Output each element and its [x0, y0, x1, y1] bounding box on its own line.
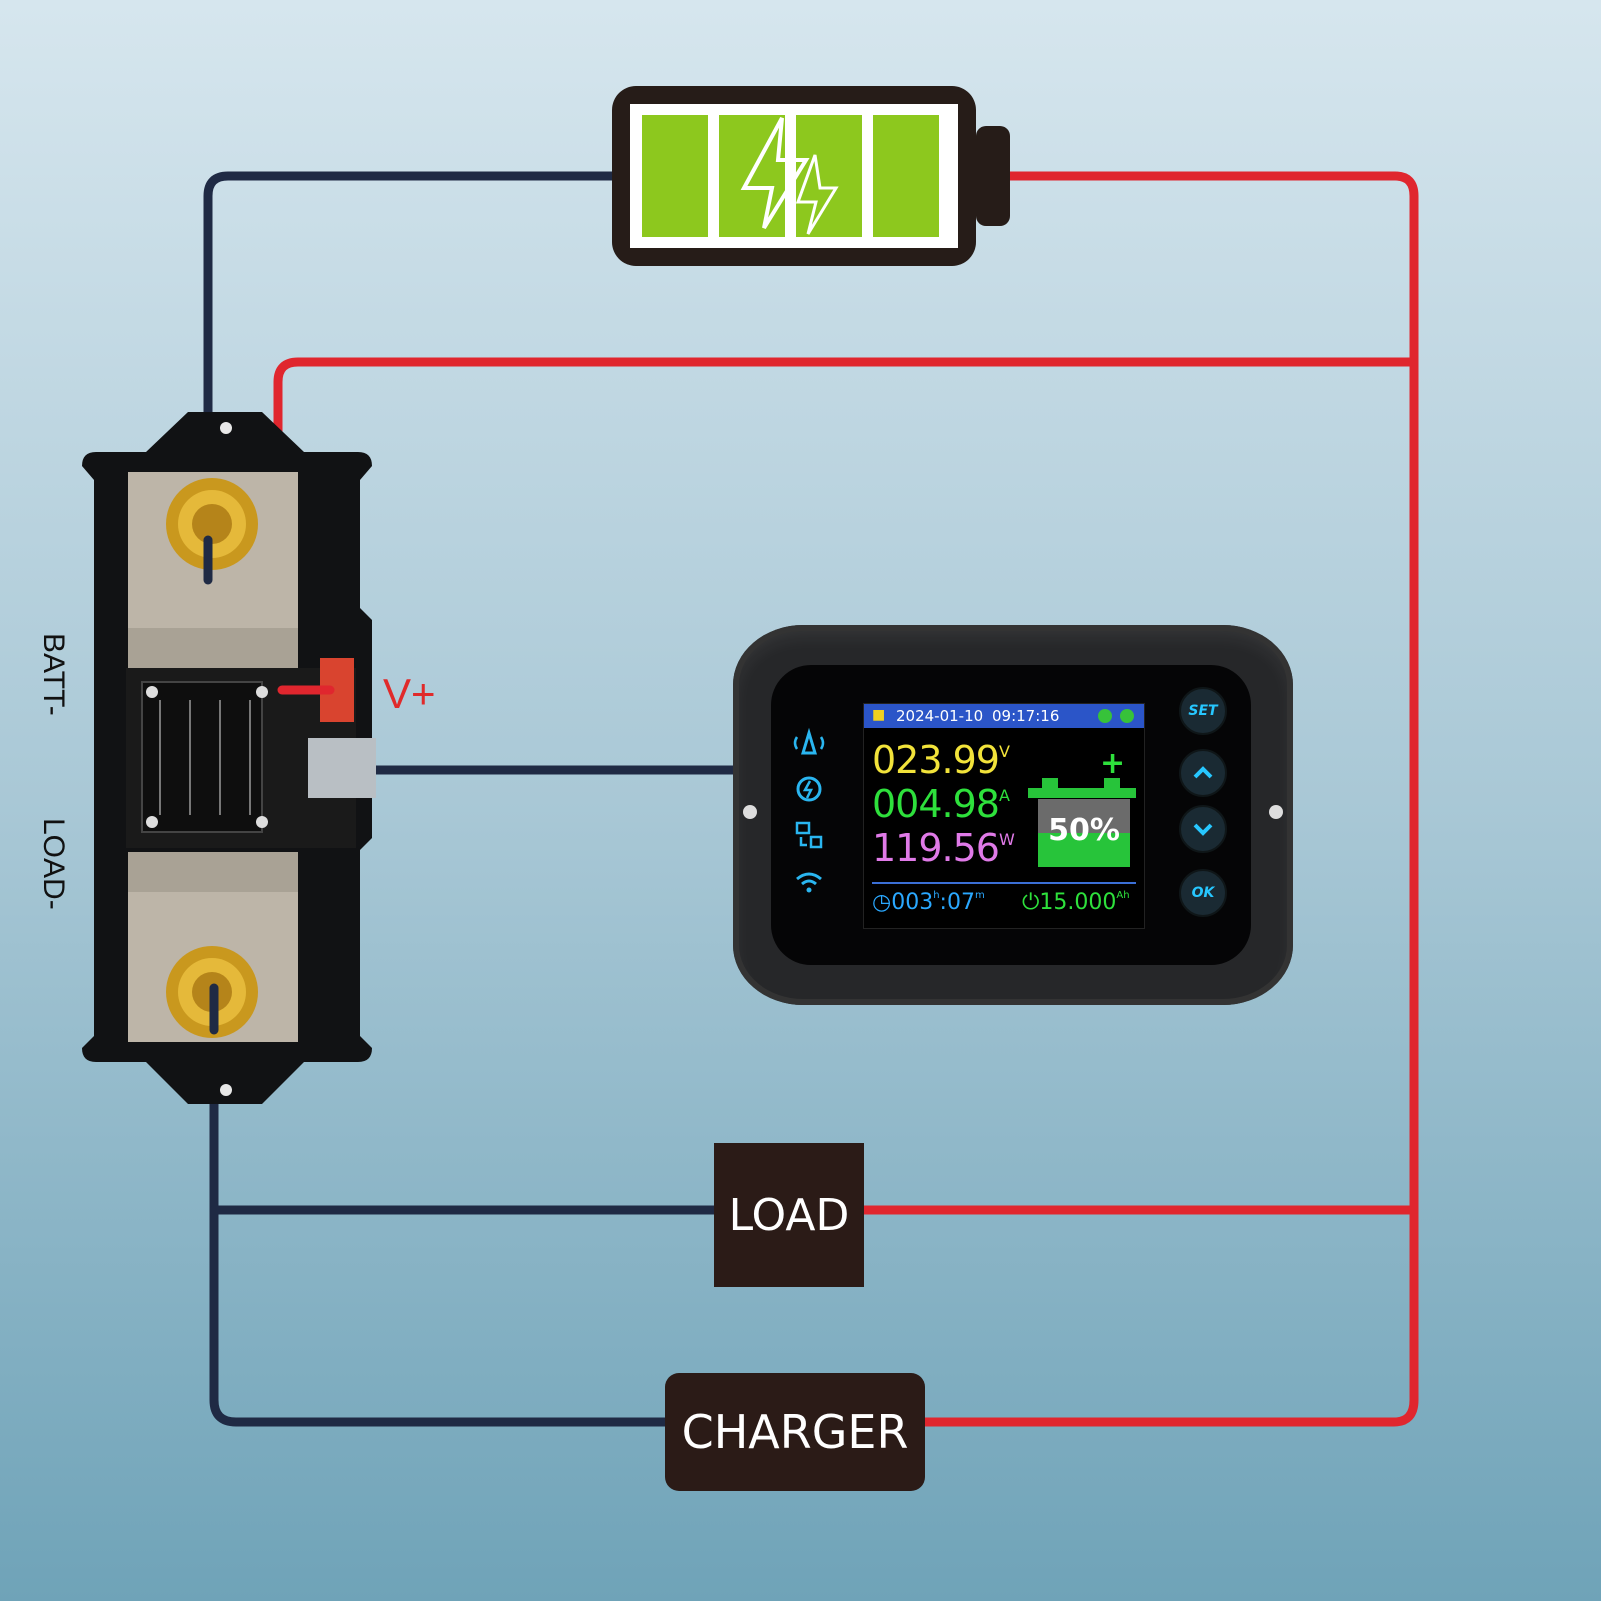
capacity-readout: ⏻15.000Ah	[1022, 890, 1130, 915]
current-value: 004.98	[872, 782, 1000, 826]
batt-negative-wire	[203, 171, 617, 585]
charger-box: CHARGER	[665, 1373, 925, 1491]
power-unit: W	[998, 830, 1015, 849]
down-button[interactable]	[1179, 805, 1227, 853]
wifi-icon	[796, 872, 822, 893]
lock-icon: ■	[872, 707, 886, 723]
screen-divider	[872, 882, 1136, 884]
battery-cap	[1028, 788, 1136, 798]
set-button[interactable]: SET	[1179, 687, 1227, 735]
run-time-hours: 003	[891, 890, 934, 915]
run-time-readout: ◷003h:07m	[872, 890, 985, 915]
run-time-minutes: :07	[939, 890, 975, 915]
status-bar: ■ 2024-01-10 09:17:16	[864, 704, 1144, 728]
power-icon: ⏻	[1022, 890, 1040, 915]
signal-icon	[1098, 709, 1112, 723]
mount-hole	[1269, 805, 1283, 819]
load-box: LOAD	[714, 1143, 864, 1287]
voltage-value: 023.99	[872, 738, 1000, 782]
battery-icon	[612, 86, 1010, 266]
vplus-label: V+	[383, 670, 436, 717]
soc-battery-gauge: 50%	[1038, 799, 1130, 867]
capacity-value: 15.000	[1039, 890, 1117, 915]
clock-icon: ◷	[872, 890, 892, 915]
battery-monitor: ■ 2024-01-10 09:17:16 023.99V 004.98A 11…	[733, 625, 1293, 1005]
soc-fill	[1038, 833, 1130, 867]
ok-button[interactable]: OK	[1179, 869, 1227, 917]
negative-wires	[203, 171, 740, 1427]
chevron-up-icon	[1193, 766, 1213, 779]
transfer-icon	[795, 821, 823, 849]
mount-hole	[743, 805, 757, 819]
date-readout: 2024-01-10	[896, 707, 984, 725]
main-positive-wire	[917, 171, 1419, 1427]
battery-terminal	[1042, 778, 1058, 790]
time-readout: 09:17:16	[992, 707, 1060, 725]
lightning-bolt-icon	[740, 117, 810, 230]
power-readout: 119.56W	[872, 826, 1015, 870]
minutes-unit: m	[974, 890, 985, 901]
soc-percentage: 50%	[1048, 813, 1120, 848]
current-unit: A	[998, 786, 1010, 805]
charge-icon	[796, 776, 822, 802]
plus-icon: +	[1100, 746, 1126, 781]
power-value: 119.56	[872, 826, 1000, 870]
voltage-unit: V	[998, 742, 1010, 761]
hours-unit: h	[933, 890, 940, 901]
capacity-unit: Ah	[1116, 890, 1130, 901]
load-minus-label: LOAD-	[37, 818, 70, 910]
alarm-icon	[793, 727, 825, 755]
voltage-readout: 023.99V	[872, 738, 1010, 782]
current-readout: 004.98A	[872, 782, 1010, 826]
signal-port	[308, 738, 376, 798]
shunt-device	[82, 412, 376, 1104]
status-icon	[1120, 709, 1134, 723]
charger-negative-wire	[209, 983, 673, 1427]
chevron-down-icon	[1193, 823, 1213, 836]
up-button[interactable]	[1179, 749, 1227, 797]
batt-minus-label: BATT-	[37, 633, 70, 716]
battery-terminal	[1104, 778, 1120, 790]
lightning-bolt-icon	[795, 154, 839, 235]
monitor-screen: ■ 2024-01-10 09:17:16 023.99V 004.98A 11…	[863, 703, 1145, 929]
